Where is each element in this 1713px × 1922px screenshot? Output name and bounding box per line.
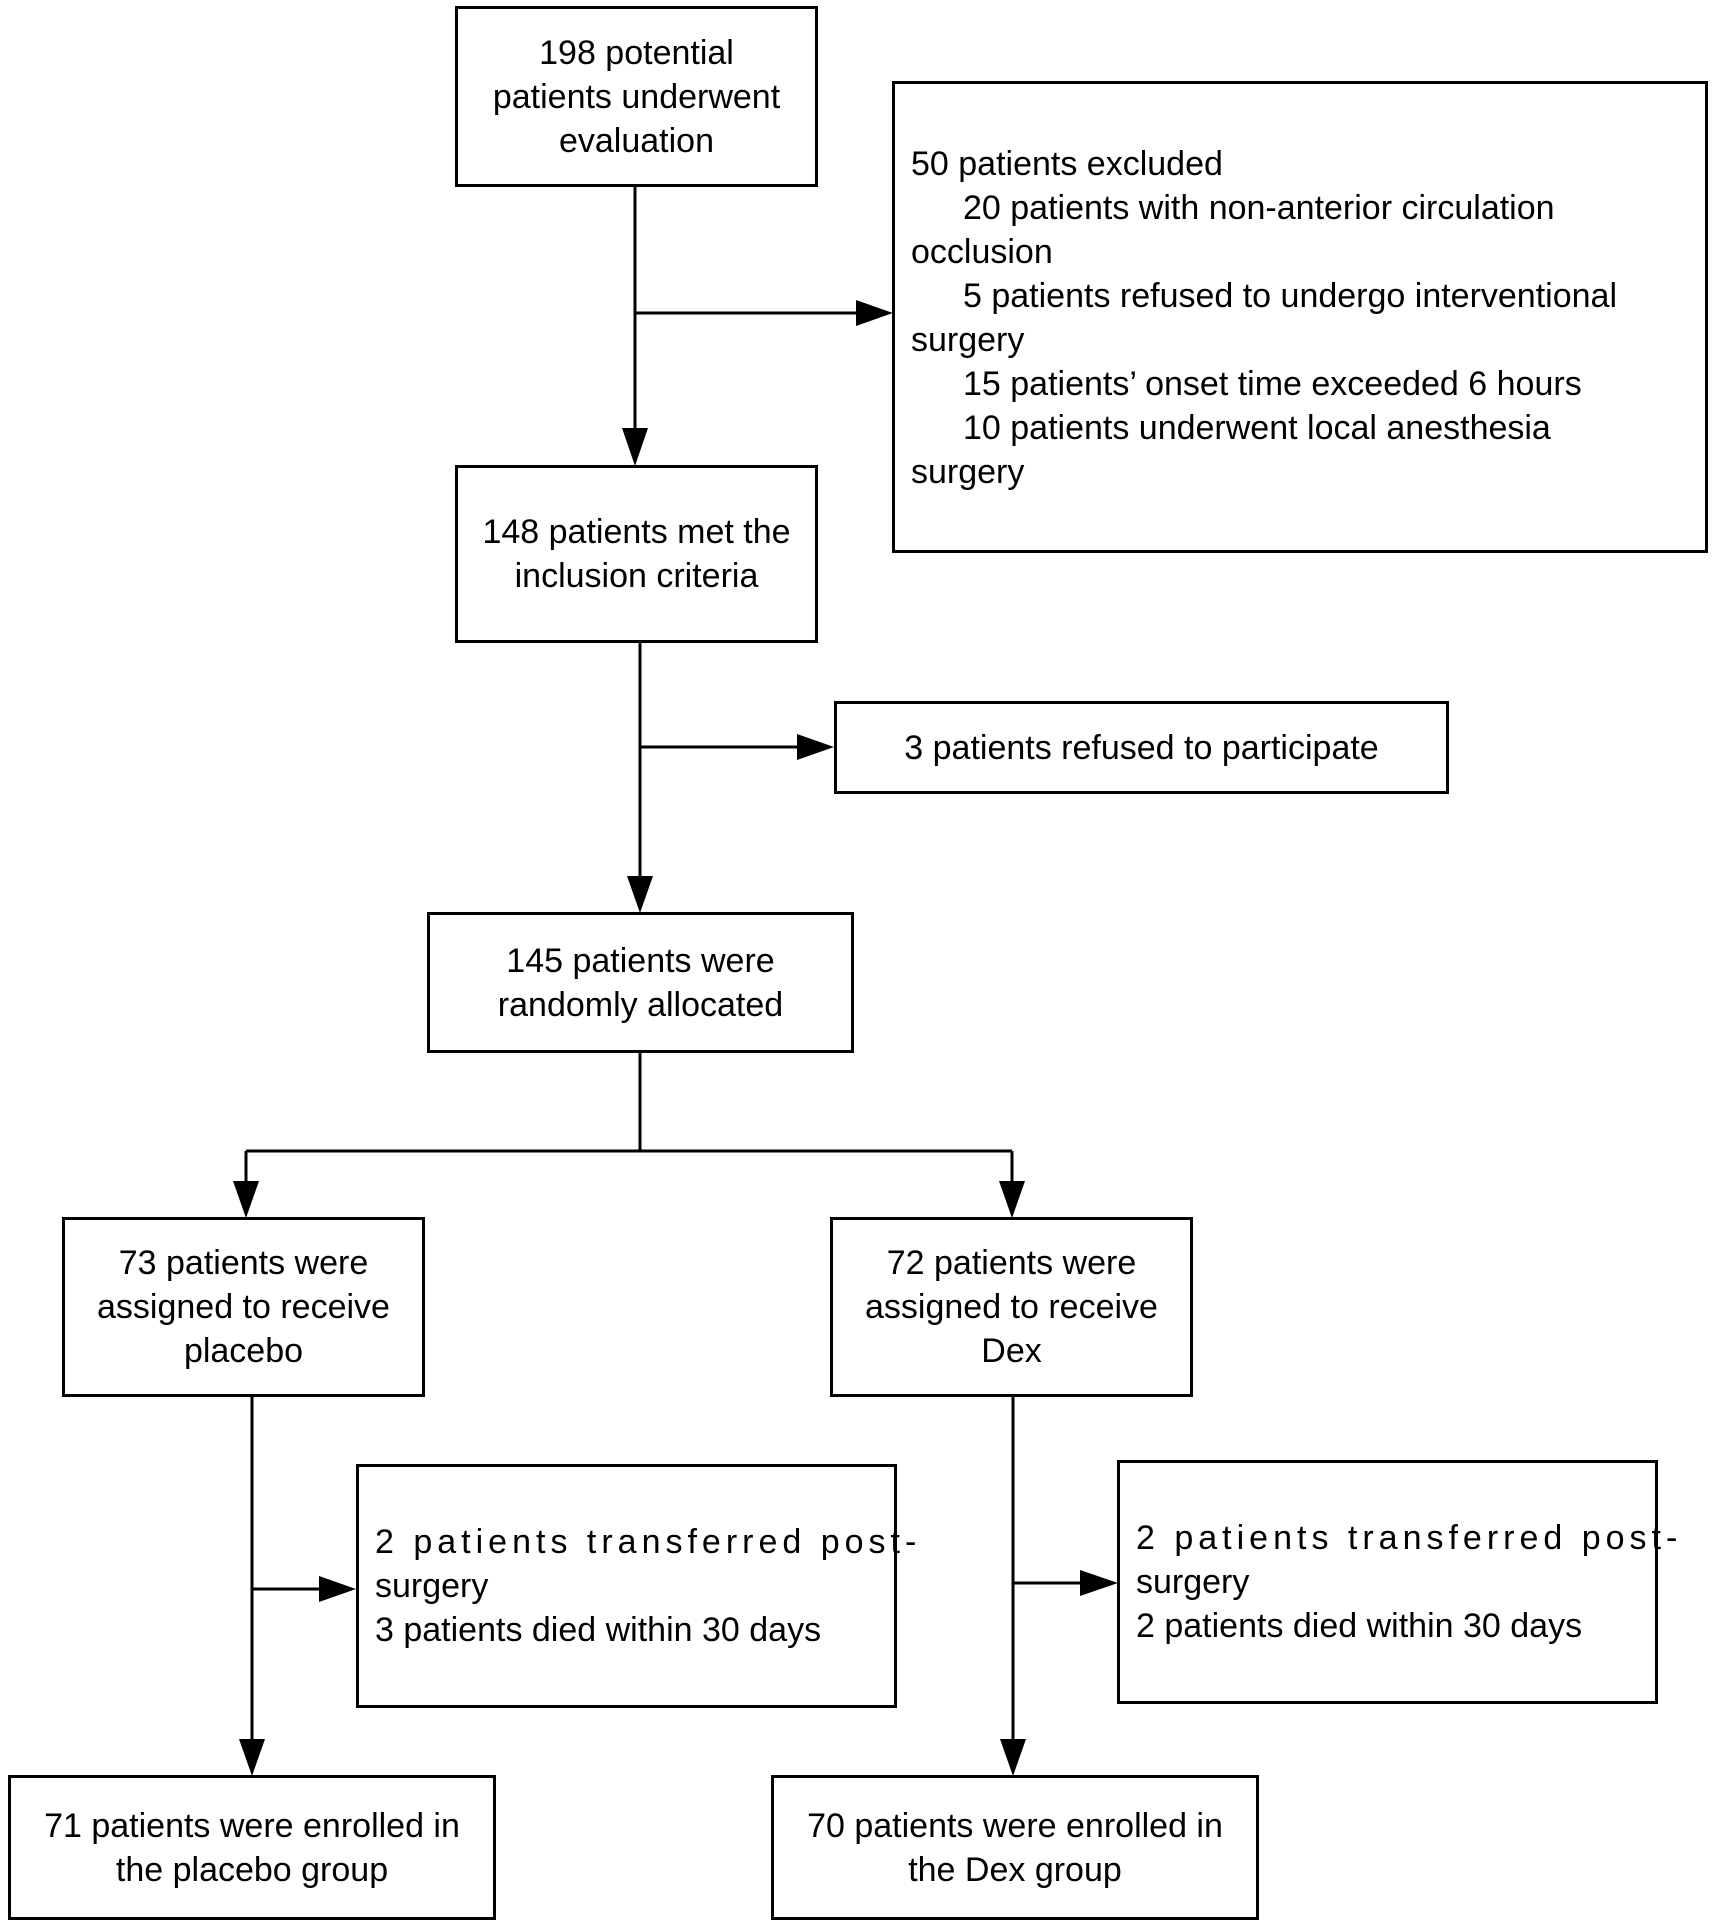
placebo-assigned-line: assigned to receive	[97, 1288, 390, 1326]
randomized-line: 145 patients were	[506, 941, 775, 980]
dex-loss-box: 2 patients transferred post- surgery 2 p…	[1117, 1460, 1683, 1704]
dex-assigned-line: Dex	[981, 1332, 1042, 1370]
placebo-loss-line: surgery	[375, 1567, 489, 1605]
arrowhead-to-inclusion	[622, 428, 648, 466]
exclusion-reason-line: 20 patients with non-anterior circulatio…	[963, 189, 1555, 227]
placebo-loss-line: 3 patients died within 30 days	[375, 1611, 822, 1649]
dex-loss-line: surgery	[1136, 1563, 1250, 1601]
dex-assigned-line: 72 patients were	[886, 1244, 1137, 1282]
arrowhead-to-dex-loss	[1080, 1570, 1118, 1596]
evaluation-line: 198 potential	[539, 33, 734, 72]
arrowhead-to-placebo-loss	[319, 1576, 356, 1602]
dex-assigned-box: 72 patients were assigned to receive Dex	[830, 1217, 1193, 1397]
dex-enrolled-line: 70 patients were enrolled in	[807, 1806, 1223, 1845]
evaluation-line: patients underwent	[492, 77, 781, 116]
exclusion-reason-line: occlusion	[911, 233, 1053, 271]
arrowhead-to-dex-enrolled	[1000, 1739, 1026, 1776]
arrowhead-to-randomized	[627, 876, 653, 913]
inclusion-box: 148 patients met the inclusion criteria	[455, 465, 818, 643]
exclusion-reason-line: 15 patients’ onset time exceeded 6 hours	[963, 365, 1582, 403]
arrowhead-to-refused	[797, 734, 834, 760]
arrowhead-to-placebo-enrolled	[239, 1739, 265, 1776]
dex-loss-line: 2 patients died within 30 days	[1136, 1607, 1583, 1645]
exclusion-box: 50 patients excluded 20 patients with no…	[892, 81, 1708, 553]
evaluation-box: 198 potential patients underwent evaluat…	[455, 6, 818, 187]
placebo-assigned-box: 73 patients were assigned to receive pla…	[62, 1217, 425, 1397]
placebo-assigned-line: 73 patients were	[118, 1244, 369, 1282]
refused-line: 3 patients refused to participate	[904, 728, 1379, 767]
dex-assigned-line: assigned to receive	[865, 1288, 1158, 1326]
dex-enrolled-box: 70 patients were enrolled in the Dex gro…	[771, 1775, 1259, 1920]
exclusion-reason-line: 5 patients refused to undergo interventi…	[963, 277, 1618, 315]
exclusion-heading: 50 patients excluded	[911, 145, 1223, 183]
arrowhead-to-excluded	[856, 300, 893, 326]
arrowhead-to-dex-assigned	[999, 1181, 1025, 1218]
exclusion-reason-line: surgery	[911, 453, 1025, 491]
inclusion-line: inclusion criteria	[514, 557, 759, 595]
randomized-line: randomly allocated	[497, 985, 784, 1024]
exclusion-reason-line: 10 patients underwent local anesthesia	[963, 409, 1551, 447]
placebo-enrolled-line: the placebo group	[115, 1850, 389, 1889]
dex-loss-line: 2 patients transferred post-	[1136, 1519, 1683, 1557]
evaluation-line: evaluation	[558, 121, 714, 160]
placebo-loss-line: 2 patients transferred post-	[375, 1523, 922, 1561]
dex-enrolled-line: the Dex group	[908, 1850, 1122, 1889]
randomized-box: 145 patients were randomly allocated	[427, 912, 854, 1053]
placebo-loss-box: 2 patients transferred post- surgery 3 p…	[356, 1464, 922, 1708]
arrowhead-to-placebo-assigned	[233, 1181, 259, 1218]
placebo-assigned-line: placebo	[183, 1332, 304, 1370]
refused-box: 3 patients refused to participate	[834, 701, 1449, 794]
exclusion-reason-line: surgery	[911, 321, 1025, 359]
placebo-enrolled-box: 71 patients were enrolled in the placebo…	[8, 1775, 496, 1920]
inclusion-line: 148 patients met the	[482, 513, 791, 551]
placebo-enrolled-line: 71 patients were enrolled in	[44, 1806, 460, 1845]
